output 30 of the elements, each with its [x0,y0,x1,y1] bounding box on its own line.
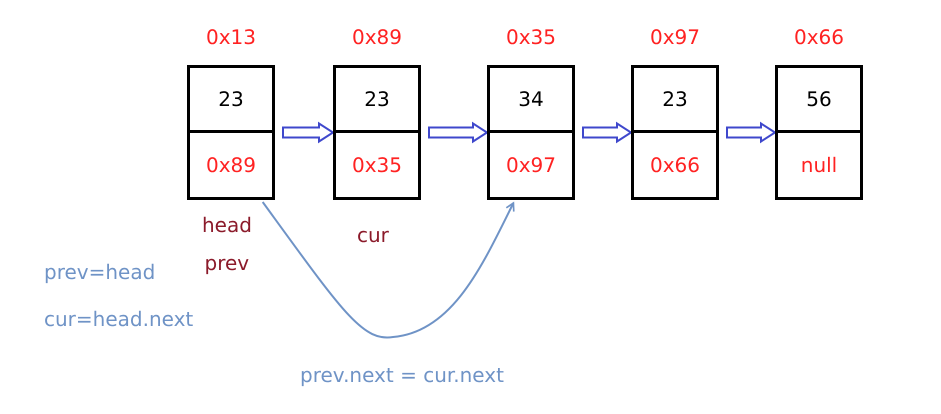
node-value: 56 [806,88,832,109]
next-pointer: 0x35 [352,154,402,175]
code-note: cur=head.next [44,307,194,331]
node-value: 23 [662,88,688,109]
node-value: 34 [518,88,544,109]
next-pointer: null [800,154,838,175]
node-value: 23 [218,88,244,109]
address-label: 0x13 [206,25,256,49]
list-node-box [775,65,863,200]
next-pointer: 0x89 [206,154,256,175]
block-arrow [726,122,777,144]
address-label: 0x35 [506,25,556,49]
next-pointer: 0x97 [506,154,556,175]
block-arrow [282,122,335,144]
pointer-name: head [202,213,252,237]
node-value: 23 [364,88,390,109]
pointer-name: cur [357,223,389,247]
address-label: 0x97 [650,25,700,49]
list-node-box [187,65,275,200]
address-label: 0x66 [794,25,844,49]
pointer-name: prev [204,251,250,275]
block-arrow [582,122,633,144]
list-node-box [333,65,421,200]
block-arrow [428,122,489,144]
code-note: prev=head [44,260,156,284]
next-pointer: 0x66 [650,154,700,175]
list-node-box [487,65,575,200]
address-label: 0x89 [352,25,402,49]
code-note: prev.next = cur.next [300,363,504,387]
list-node-box [631,65,719,200]
